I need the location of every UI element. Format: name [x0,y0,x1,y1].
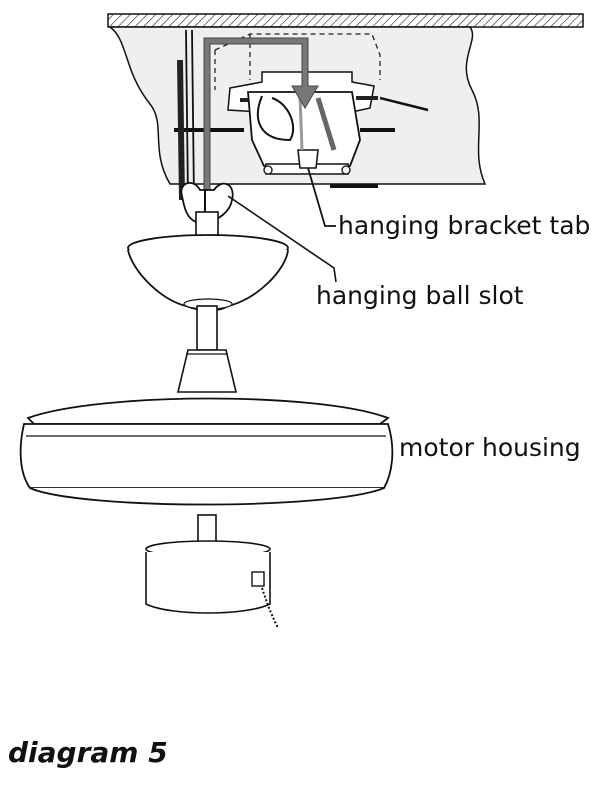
hanging-ball [180,182,234,237]
leader-line-bracket-tab [307,167,336,227]
outlet-box-outline [214,33,381,90]
hang-direction-arrow [203,37,319,191]
label-hanging-bracket-tab: hanging bracket tab [338,211,591,240]
canopy-cup [247,91,361,175]
hanging-bracket-tab [297,149,319,169]
switch-housing [145,514,279,629]
label-motor-housing: motor housing [399,433,581,462]
motor-housing [19,397,394,506]
leader-line-ball-slot [227,195,337,283]
diagram-caption: diagram 5 [8,736,168,769]
supply-wires [177,29,195,201]
fan-canopy [127,234,289,312]
downrod [176,305,238,393]
label-hanging-ball-slot: hanging ball slot [316,281,524,310]
